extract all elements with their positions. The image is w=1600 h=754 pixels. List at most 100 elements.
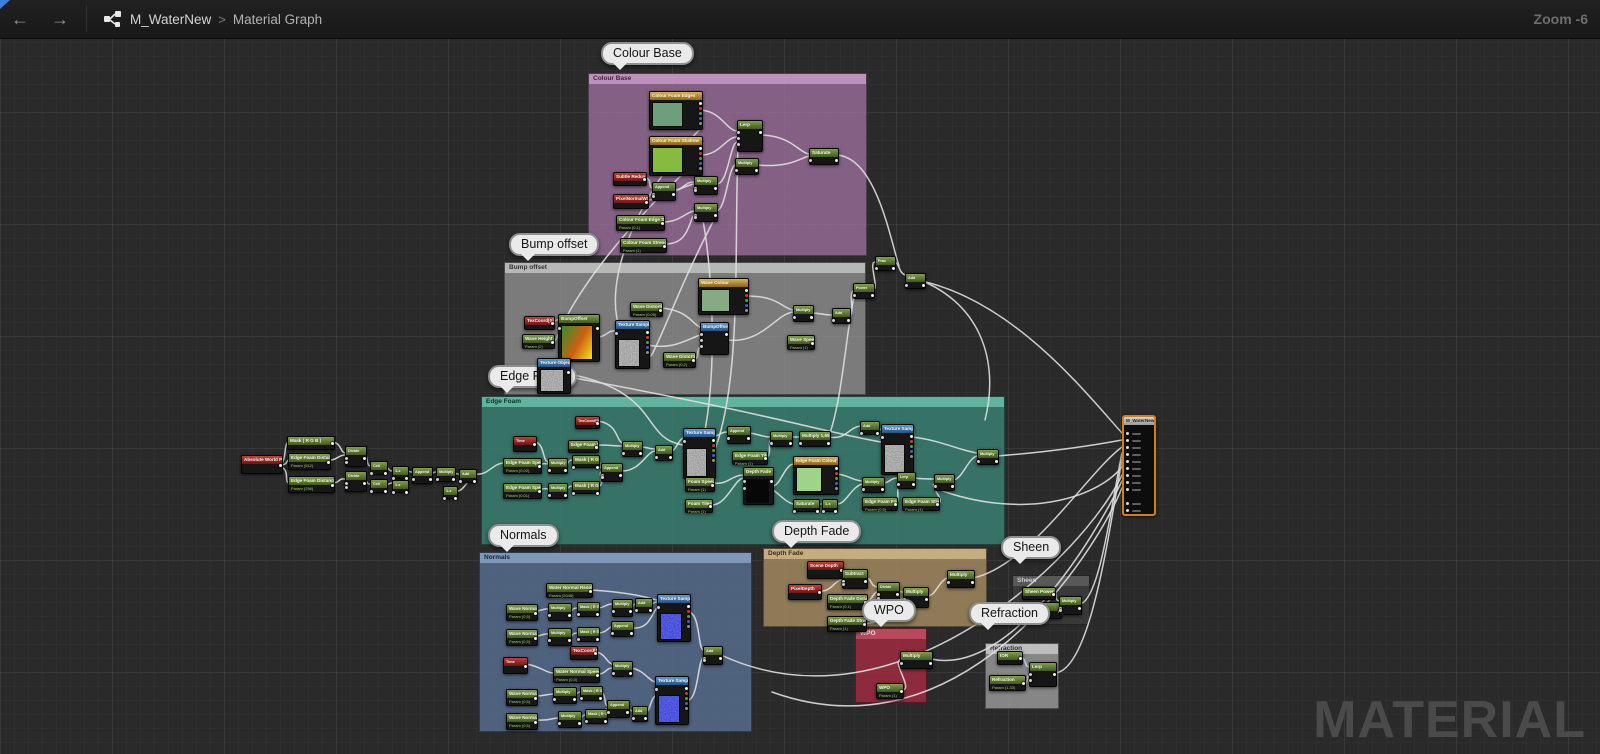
node-pin[interactable] (881, 488, 884, 491)
node-edge-foam-distance[interactable]: Edge Foam DistanceParam (512) (288, 453, 331, 470)
node-depth-fade-strength[interactable]: Depth Fade StrengthParam (1) (827, 616, 867, 632)
node-pin[interactable] (977, 460, 980, 463)
node-pin[interactable] (910, 455, 913, 458)
node-pin[interactable] (905, 284, 908, 287)
node-add[interactable]: Add (905, 273, 926, 289)
node-pin[interactable] (558, 722, 561, 725)
node-pin[interactable] (694, 187, 697, 190)
node-edge-foam-distance-2[interactable]: Edge Foam Distance 2Param (256) (288, 476, 335, 493)
node-pin[interactable] (712, 449, 715, 452)
node-pin[interactable] (743, 480, 746, 483)
node-pin[interactable] (643, 178, 646, 181)
node-multiply[interactable]: Multiply (548, 458, 568, 474)
comment-title[interactable]: Colour Base (589, 74, 866, 84)
comment-bubble-sheen[interactable]: Sheen (1001, 536, 1062, 564)
node-pin[interactable] (392, 491, 395, 494)
node-wave-distortion-2[interactable]: Wave Distortion 2Param (0,2) (663, 352, 696, 368)
node-m-waternew[interactable]: M_WaterNew (1122, 415, 1156, 516)
node-pin[interactable] (564, 494, 567, 497)
node-append[interactable]: Append (412, 467, 433, 484)
node-pin[interactable] (900, 662, 903, 665)
node-pin[interactable] (538, 490, 541, 493)
node-pin[interactable] (533, 443, 536, 446)
node-pin[interactable] (719, 657, 722, 660)
node-pin[interactable] (629, 610, 632, 613)
node-edge-foam-fade[interactable]: Edge Foam FadeParam (0,5) (862, 497, 898, 512)
node-pin[interactable] (835, 482, 838, 485)
node-pin[interactable] (345, 486, 348, 489)
comment-title[interactable]: Depth Fade (764, 549, 986, 559)
node-1-x[interactable]: 1-x (392, 466, 409, 480)
node-pin[interactable] (661, 222, 664, 225)
node-pin[interactable] (646, 331, 649, 334)
node-pin[interactable] (685, 687, 688, 690)
node-pin[interactable] (534, 612, 537, 615)
node-wave-normal-4[interactable]: Wave Normal 4Param (0,5) (506, 713, 538, 730)
node-pin[interactable] (709, 505, 712, 508)
node-pin[interactable] (630, 632, 633, 635)
node-add[interactable]: Add (632, 706, 648, 722)
node-pin[interactable] (564, 469, 567, 472)
node-subtract[interactable]: Subtract (842, 569, 868, 589)
node-pin[interactable] (951, 485, 954, 488)
node-append[interactable]: Append (601, 463, 623, 482)
node-pin[interactable] (646, 346, 649, 349)
node-pin[interactable] (910, 445, 913, 448)
node-pin[interactable] (649, 609, 652, 612)
node-pin[interactable] (632, 717, 635, 720)
node-multiply[interactable]: Multiply (553, 687, 577, 704)
node-mask-r-g[interactable]: Mask ( R G ) (577, 627, 600, 642)
node-pin[interactable] (685, 692, 688, 695)
node-pin[interactable] (842, 583, 845, 586)
node-pin[interactable] (712, 444, 715, 447)
node-saturate[interactable]: Saturate (793, 499, 820, 513)
node-pin[interactable] (1126, 474, 1129, 477)
node-pin[interactable] (699, 167, 702, 170)
node-pin[interactable] (897, 483, 900, 486)
node-pin[interactable] (822, 510, 825, 513)
node-pin[interactable] (573, 698, 576, 701)
node-pin[interactable] (1126, 460, 1129, 463)
color-swatch[interactable] (652, 147, 683, 173)
comment-bubble-wpo[interactable]: WPO (862, 599, 916, 627)
node-pin[interactable] (712, 459, 715, 462)
node-pin[interactable] (699, 122, 702, 125)
node-multiply[interactable]: Multiply (977, 449, 999, 465)
node-pin[interactable] (622, 452, 625, 455)
node-pin[interactable] (672, 193, 675, 196)
node-pin[interactable] (659, 309, 662, 312)
node-pin[interactable] (842, 580, 845, 583)
node-divide[interactable]: Divide (345, 446, 367, 467)
node-pin[interactable] (827, 442, 830, 445)
node-pin[interactable] (876, 432, 879, 435)
node-water-normal-speed-multiplier[interactable]: Water Normal Speed MultiplierParam (0,5) (553, 667, 600, 683)
comment-title[interactable]: Refraction (986, 644, 1058, 654)
node-pin[interactable] (770, 480, 773, 483)
comment-bubble-refraction[interactable]: Refraction (969, 602, 1050, 630)
node-pin[interactable] (572, 466, 575, 469)
node-pin[interactable] (834, 510, 837, 513)
node-texture-sample[interactable]: Texture Sample (615, 320, 650, 369)
node-water-normal-resolution[interactable]: Water Normal ResolutionParam (2048) (546, 583, 593, 598)
node-pin[interactable] (900, 690, 903, 693)
node-pin[interactable] (995, 460, 998, 463)
node-pin[interactable] (370, 490, 373, 493)
node-pin[interactable] (692, 359, 695, 362)
node-pin[interactable] (835, 477, 838, 480)
node-time[interactable]: Time (503, 657, 528, 674)
node-multiply[interactable]: Multiply (934, 474, 955, 491)
node-pin[interactable] (789, 442, 792, 445)
node-add[interactable]: Add (459, 469, 477, 483)
node-mask-r-g-b[interactable]: Mask ( R G B ) (287, 436, 335, 450)
node-pin[interactable] (443, 497, 446, 500)
node-pin[interactable] (835, 467, 838, 470)
node-pin[interactable] (596, 613, 599, 616)
node-pin[interactable] (331, 442, 334, 445)
node-pin[interactable] (835, 487, 838, 490)
node-pin[interactable] (840, 569, 843, 572)
node-pin[interactable] (548, 614, 551, 617)
node-pin[interactable] (454, 497, 457, 500)
node-multiply[interactable]: Multiply (947, 570, 975, 588)
